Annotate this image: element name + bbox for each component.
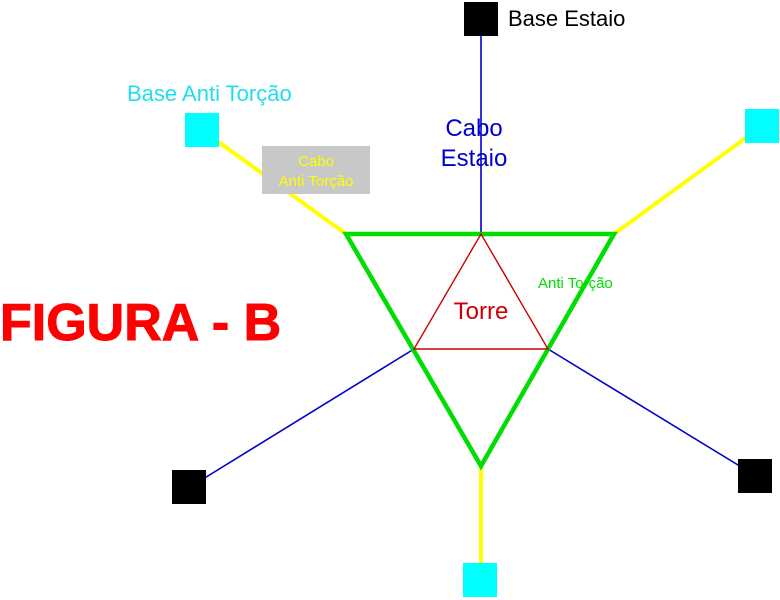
guy-base-bottom-right: [738, 459, 772, 493]
guy-cable-bottom-left: [189, 348, 415, 488]
anti-torsion-base-top-right: [745, 109, 779, 143]
base-estaio-label: Base Estaio: [508, 6, 625, 31]
anti-torsion-frame: [342, 231, 618, 471]
cabo-anti-torcao-box: [262, 146, 370, 194]
cabo-estaio-label-line2: Estaio: [441, 145, 508, 172]
anti-torsion-cable-top-right: [612, 124, 764, 236]
cabo-anti-torcao-label-line1: Cabo: [298, 153, 334, 170]
anti-torsion-base-top-left: [185, 113, 219, 147]
guy-base-bottom-left: [172, 470, 206, 504]
guy-base-top: [464, 2, 498, 36]
figure-title: FIGURA - B: [0, 294, 281, 352]
tower-triangle: [412, 232, 550, 350]
guy-cable-bottom-right: [547, 348, 757, 477]
torre-label: Torre: [454, 298, 509, 325]
base-anti-torcao-label: Base Anti Torção: [127, 81, 292, 106]
anti-torsion-base-bottom: [463, 563, 497, 597]
cabo-estaio-label-line1: Cabo: [445, 115, 502, 142]
anti-torcao-label: Anti Torção: [538, 275, 613, 292]
cabo-anti-torcao-label-line2: Anti Torção: [279, 173, 354, 190]
